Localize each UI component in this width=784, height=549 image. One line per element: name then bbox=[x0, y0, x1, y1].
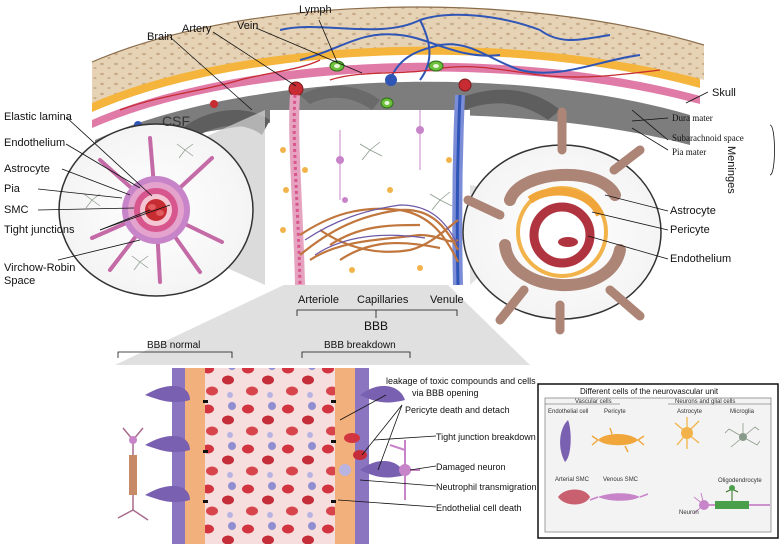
callout-neutrophil: Neutrophil transmigration bbox=[436, 482, 537, 492]
nvu-box-artwork bbox=[537, 383, 779, 539]
zoom-fan-bottom bbox=[115, 282, 530, 365]
right-inset bbox=[462, 107, 662, 335]
nvu-title: Different cells of the neurovascular uni… bbox=[580, 387, 719, 396]
leader-lines bbox=[37, 19, 775, 508]
central-vessel-panel bbox=[270, 94, 474, 286]
label-meninges: Meninges bbox=[725, 146, 737, 194]
label-endothelium-right: Endothelium bbox=[670, 253, 732, 265]
label-endothelium-left: Endothelium bbox=[4, 137, 66, 149]
label-dura-mater: Dura mater bbox=[672, 113, 713, 123]
callout-leakage-line2: via BBB opening bbox=[412, 388, 479, 398]
nvu-neuro-header: Neurons and glial cells bbox=[675, 399, 736, 405]
label-vein: Vein bbox=[237, 20, 259, 32]
callout-damaged-neuron: Damaged neuron bbox=[436, 462, 506, 472]
label-lymph: Lymph bbox=[299, 4, 332, 16]
label-astrocyte-right: Astrocyte bbox=[670, 205, 716, 217]
nvu-venous-smc: Venous SMC bbox=[603, 477, 639, 483]
skull-layers bbox=[91, 6, 705, 160]
lymph-nodes bbox=[329, 60, 444, 109]
label-bbb-normal: BBB normal bbox=[147, 340, 201, 351]
label-smc: SMC bbox=[4, 204, 29, 216]
nvu-oligodendrocyte: Oligodendrocyte bbox=[718, 478, 762, 484]
nvu-astrocyte: Astrocyte bbox=[677, 409, 703, 415]
label-virchow-robin-1: Virchow-Robin bbox=[4, 262, 76, 274]
label-virchow-robin-2: Space bbox=[4, 275, 36, 287]
label-pia: Pia bbox=[4, 183, 20, 195]
label-bbb-breakdown: BBB breakdown bbox=[324, 340, 396, 351]
nvu-neuron: Neuron bbox=[679, 510, 699, 516]
nvu-vascular-header: Vascular cells bbox=[575, 399, 612, 405]
label-tight-junctions: Tight junctions bbox=[4, 224, 75, 236]
label-venule: Venule bbox=[430, 294, 464, 306]
nvu-arterial-smc: Arterial SMC bbox=[555, 477, 590, 483]
label-capillaries: Capillaries bbox=[357, 294, 409, 306]
callout-leakage-line1: leakage of toxic compounds and cells bbox=[386, 376, 536, 386]
label-skull: Skull bbox=[712, 87, 736, 99]
bbb-panel bbox=[115, 365, 530, 547]
label-csf: CSF bbox=[162, 113, 190, 129]
label-pericyte-right: Pericyte bbox=[670, 224, 710, 236]
label-bbb: BBB bbox=[364, 319, 389, 333]
callout-endothelial-death: Endothelial cell death bbox=[436, 503, 522, 513]
label-elastic-lamina: Elastic lamina bbox=[4, 111, 72, 123]
label-artery: Artery bbox=[182, 23, 212, 35]
label-brain: Brain bbox=[147, 31, 173, 43]
vein-network bbox=[279, 13, 641, 81]
label-pia-mater: Pia mater bbox=[672, 147, 707, 157]
label-arteriole: Arteriole bbox=[298, 294, 339, 306]
nvu-endothelial-cell: Endothelial cell bbox=[548, 409, 589, 415]
label-subarachnoid-space: Subarachnoid space bbox=[672, 133, 744, 143]
callout-tight-junction: Tight junction breakdown bbox=[436, 432, 536, 442]
label-astrocyte-left: Astrocyte bbox=[4, 163, 50, 175]
nvu-microglia: Microglia bbox=[730, 409, 755, 415]
artery-network bbox=[119, 59, 661, 111]
nvu-pericyte: Pericyte bbox=[604, 409, 626, 415]
callout-pericyte-death: Pericyte death and detach bbox=[405, 405, 510, 415]
